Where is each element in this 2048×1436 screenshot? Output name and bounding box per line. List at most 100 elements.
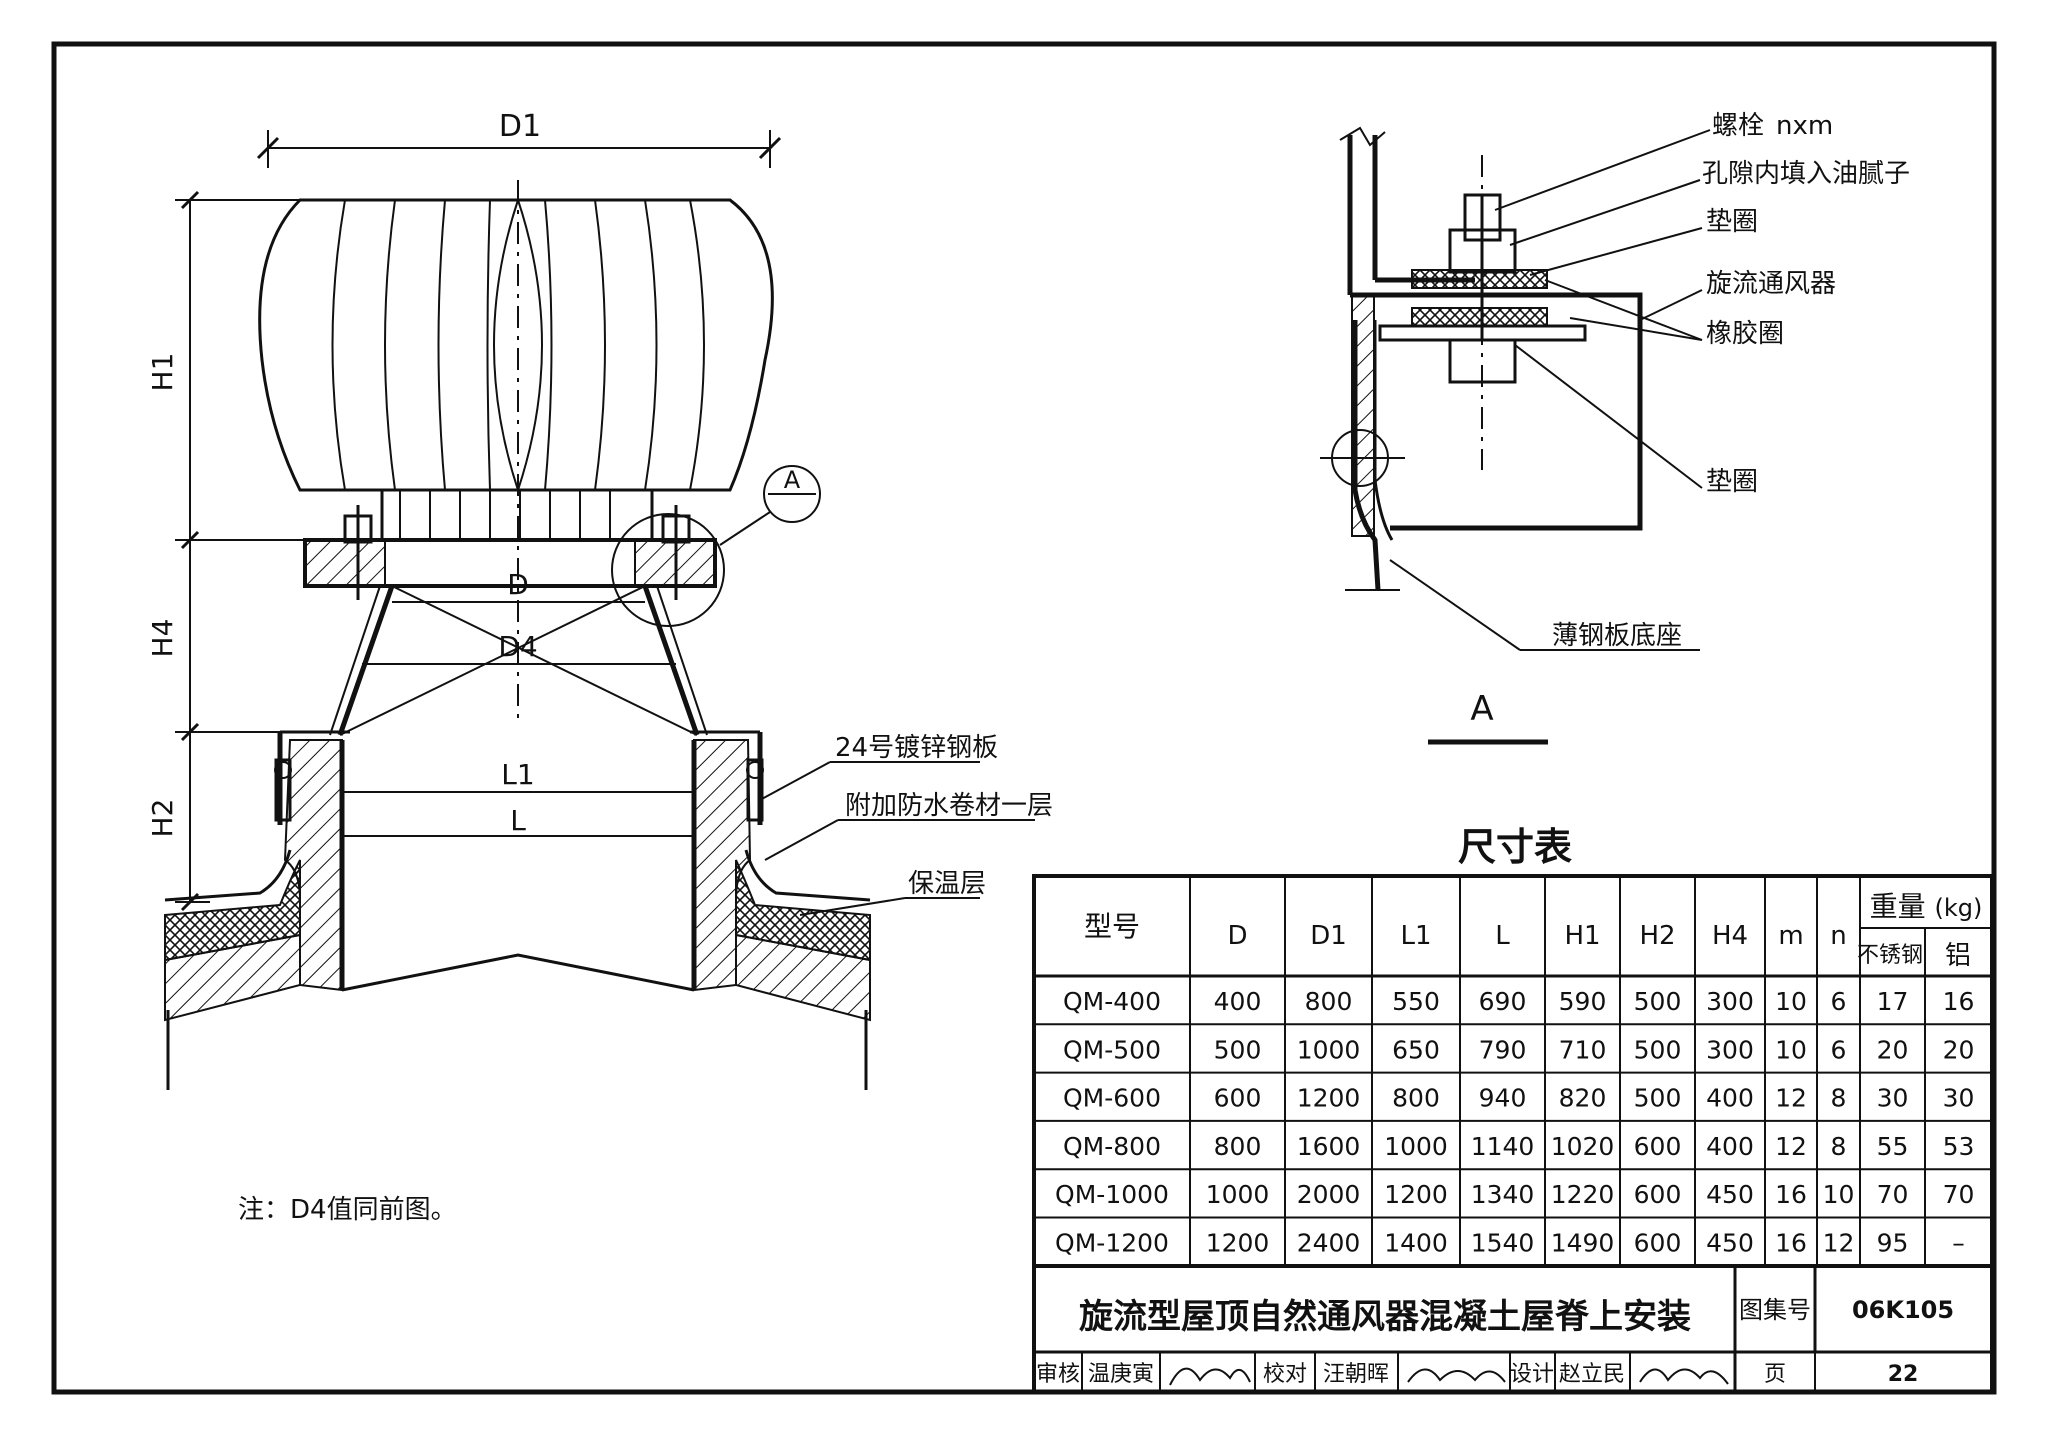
th-h1: H1	[1564, 921, 1600, 951]
label-insulation: 保温层	[908, 869, 986, 899]
table-cell: 690	[1479, 987, 1527, 1016]
drawing-note: 注：D4值同前图。	[238, 1195, 457, 1225]
review-label: 审核	[1036, 1362, 1080, 1387]
title-block: 旋流型屋顶自然通风器混凝土屋脊上安装 图集号 06K105 审核 温庚寅 校对 …	[1032, 1264, 1994, 1394]
sheet-border	[51, 41, 1997, 1395]
table-cell: 1000	[1297, 1035, 1361, 1064]
cell-model: QM-800	[1063, 1132, 1161, 1161]
table-cell: 800	[1392, 1084, 1440, 1113]
table-cell: 12	[1775, 1132, 1807, 1161]
drawing-title: 旋流型屋顶自然通风器混凝土屋脊上安装	[1079, 1297, 1691, 1337]
table-cell: 400	[1214, 987, 1262, 1016]
table-cell: 16	[1775, 1229, 1807, 1258]
table-cell: 1340	[1471, 1180, 1535, 1209]
th-l1: L1	[1400, 921, 1431, 951]
table-cell: 600	[1214, 1084, 1262, 1113]
table-cell: 1540	[1471, 1229, 1535, 1258]
table-cell: 1000	[1384, 1132, 1448, 1161]
table-cell: 53	[1943, 1132, 1975, 1161]
detail-label-putty: 孔隙内填入油腻子	[1702, 159, 1910, 189]
cell-model: QM-600	[1063, 1084, 1161, 1113]
detail-label-washer-bottom: 垫圈	[1706, 467, 1758, 497]
designer-signature	[1639, 1368, 1729, 1385]
table-cell: 710	[1559, 1035, 1607, 1064]
table-cell: 70	[1943, 1180, 1975, 1209]
th-n: n	[1830, 921, 1846, 951]
th-d: D	[1227, 921, 1247, 951]
table-cell: 300	[1706, 987, 1754, 1016]
detail-callout-label: A	[784, 466, 801, 494]
label-galvanized-steel: 24号镀锌钢板	[835, 733, 998, 763]
dim-d1: D1	[499, 109, 541, 144]
table-cell: 6	[1831, 987, 1847, 1016]
table-cell: 8	[1831, 1084, 1847, 1113]
table-cell: 820	[1559, 1084, 1607, 1113]
table-cell: 450	[1706, 1229, 1754, 1258]
detail-label-steel-base: 薄钢板底座	[1552, 621, 1682, 651]
th-l: L	[1495, 921, 1510, 951]
th-h4: H4	[1712, 921, 1748, 951]
table-cell: 10	[1823, 1180, 1855, 1209]
design-label: 设计	[1510, 1362, 1554, 1387]
table-cell: 17	[1877, 987, 1909, 1016]
designer-name: 赵立民	[1559, 1362, 1625, 1387]
table-title: 尺寸表	[1458, 825, 1572, 869]
page-label: 页	[1764, 1362, 1786, 1387]
table-cell: 10	[1775, 1035, 1807, 1064]
table-cell: 800	[1214, 1132, 1262, 1161]
table-cell: 20	[1877, 1035, 1909, 1064]
atlas-number: 06K105	[1852, 1296, 1954, 1324]
label-waterproof-membrane: 附加防水卷材一层	[845, 791, 1053, 821]
atlas-label: 图集号	[1739, 1296, 1811, 1324]
reviewer-signature	[1169, 1367, 1251, 1386]
table-cell: 1600	[1297, 1132, 1361, 1161]
th-d1: D1	[1310, 921, 1347, 951]
table-cell: –	[1952, 1229, 1965, 1258]
table-cell: 1200	[1206, 1229, 1270, 1258]
table-cell: 12	[1823, 1229, 1855, 1258]
table-cell: 1020	[1551, 1132, 1615, 1161]
table-cell: 1140	[1471, 1132, 1535, 1161]
th-aluminum: 铝	[1945, 941, 1971, 971]
table-cell: 500	[1634, 987, 1682, 1016]
table-cell: 8	[1831, 1132, 1847, 1161]
table-cell: 55	[1877, 1132, 1909, 1161]
table-cell: 30	[1877, 1084, 1909, 1113]
main-elevation: D1 A H1 H4	[146, 109, 1053, 1225]
checker-name: 汪朝晖	[1323, 1362, 1389, 1387]
table-cell: 300	[1706, 1035, 1754, 1064]
th-stainless: 不锈钢	[1857, 943, 1923, 968]
table-cell: 550	[1392, 987, 1440, 1016]
table-cell: 400	[1706, 1084, 1754, 1113]
table-cell: 16	[1775, 1180, 1807, 1209]
table-cell: 940	[1479, 1084, 1527, 1113]
table-cell: 20	[1943, 1035, 1975, 1064]
table-cell: 95	[1877, 1229, 1909, 1258]
detail-label-ventilator: 旋流通风器	[1706, 269, 1836, 299]
table-cell: 30	[1943, 1084, 1975, 1113]
cell-model: QM-500	[1063, 1035, 1161, 1064]
table-cell: 500	[1634, 1035, 1682, 1064]
table-cell: 1000	[1206, 1180, 1270, 1209]
cell-model: QM-400	[1063, 987, 1161, 1016]
table-cell: 16	[1943, 987, 1975, 1016]
detail-a: 螺栓 nxm 孔隙内填入油腻子 垫圈 旋流通风器 橡胶圈 垫圈 薄钢板底座 A	[1320, 111, 1910, 745]
table-cell: 650	[1392, 1035, 1440, 1064]
th-model: 型号	[1084, 910, 1140, 943]
table-cell: 600	[1634, 1229, 1682, 1258]
detail-label-bolt-spec: nxm	[1776, 111, 1833, 141]
th-weight: 重量 (kg)	[1870, 890, 1983, 923]
table-cell: 10	[1775, 987, 1807, 1016]
table-cell: 1490	[1551, 1229, 1615, 1258]
dim-d: D	[507, 568, 529, 601]
table-cell: 400	[1706, 1132, 1754, 1161]
table-cell: 1220	[1551, 1180, 1615, 1209]
dim-h2: H2	[146, 799, 179, 838]
th-m: m	[1778, 921, 1803, 951]
